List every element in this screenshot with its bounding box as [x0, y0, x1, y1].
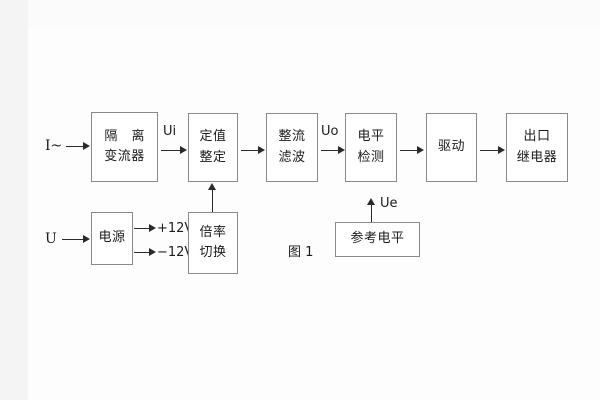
- block-level-detect[interactable]: 电平 检测: [345, 113, 397, 182]
- block-isolation-transformer[interactable]: 隔 离 变流器: [91, 112, 158, 182]
- connector-rail-negative: [134, 252, 150, 253]
- arrowhead-isolation-to-setting: [180, 146, 187, 154]
- connector-current-to-isolation: [66, 146, 84, 147]
- arrowhead-voltage-to-power: [83, 235, 90, 243]
- arrowhead-reference-to-level-detect: [367, 198, 375, 205]
- block-reference-level[interactable]: 参考电平: [335, 222, 420, 257]
- signal-label-uo: Uo: [321, 124, 339, 139]
- block-rectify-filter[interactable]: 整流 滤波: [266, 113, 318, 182]
- arrowhead-current-to-isolation: [83, 142, 90, 150]
- connector-drive-to-output-relay: [480, 150, 499, 151]
- arrowhead-drive-to-output-relay: [498, 146, 505, 154]
- block-output-relay-line2: 继电器: [516, 149, 558, 165]
- arrowhead-level-to-drive: [417, 146, 424, 154]
- block-isolation-transformer-line2: 变流器: [104, 149, 145, 164]
- connector-voltage-to-power: [62, 239, 84, 240]
- block-output-relay-line1: 出口: [523, 129, 551, 145]
- block-reference-level-line1: 参考电平: [350, 231, 405, 247]
- connector-rail-positive: [134, 228, 150, 229]
- connector-rectify-to-level: [321, 150, 339, 151]
- block-range-switch-line1: 倍率: [199, 224, 227, 240]
- block-range-switch-line2: 切换: [199, 245, 227, 260]
- block-level-detect-line2: 检测: [357, 149, 385, 165]
- rail-label-negative: −12V: [157, 245, 194, 260]
- block-power-supply-line1: 电源: [98, 230, 126, 246]
- rail-label-positive: +12V: [157, 221, 194, 236]
- block-rectify-filter-line1: 整流: [278, 129, 306, 145]
- block-drive-line1: 驱动: [437, 139, 465, 155]
- signal-label-ui: Ui: [163, 124, 177, 139]
- block-output-relay[interactable]: 出口 继电器: [506, 113, 568, 182]
- signal-label-ue: Ue: [380, 196, 398, 211]
- connector-range-switch-to-setting: [212, 190, 213, 212]
- arrowhead-range-switch-to-setting: [208, 183, 216, 190]
- connector-reference-to-level-detect: [371, 205, 372, 222]
- connector-setting-to-rectify: [241, 150, 259, 151]
- input-label-voltage: U: [45, 231, 57, 247]
- block-level-detect-line1: 电平: [357, 129, 385, 145]
- arrowhead-rail-positive: [149, 224, 156, 232]
- arrowhead-rectify-to-level: [338, 146, 345, 154]
- block-rectify-filter-line2: 滤波: [278, 149, 306, 165]
- arrowhead-rail-negative: [149, 248, 156, 256]
- input-label-current: I~: [45, 138, 63, 154]
- block-range-switch[interactable]: 倍率 切换: [188, 212, 238, 274]
- figure-caption: 图 1: [288, 245, 314, 260]
- block-setting-adjust[interactable]: 定值 整定: [188, 113, 238, 182]
- block-setting-adjust-line1: 定值: [199, 129, 227, 145]
- top-gutter: [0, 0, 600, 28]
- left-gutter: [0, 0, 28, 400]
- connector-isolation-to-setting: [161, 150, 181, 151]
- block-power-supply[interactable]: 电源: [91, 212, 133, 265]
- arrowhead-setting-to-rectify: [258, 146, 265, 154]
- block-setting-adjust-line2: 整定: [199, 149, 227, 165]
- connector-level-to-drive: [400, 150, 418, 151]
- block-isolation-transformer-line1: 隔 离: [104, 128, 150, 144]
- block-drive[interactable]: 驱动: [426, 113, 477, 182]
